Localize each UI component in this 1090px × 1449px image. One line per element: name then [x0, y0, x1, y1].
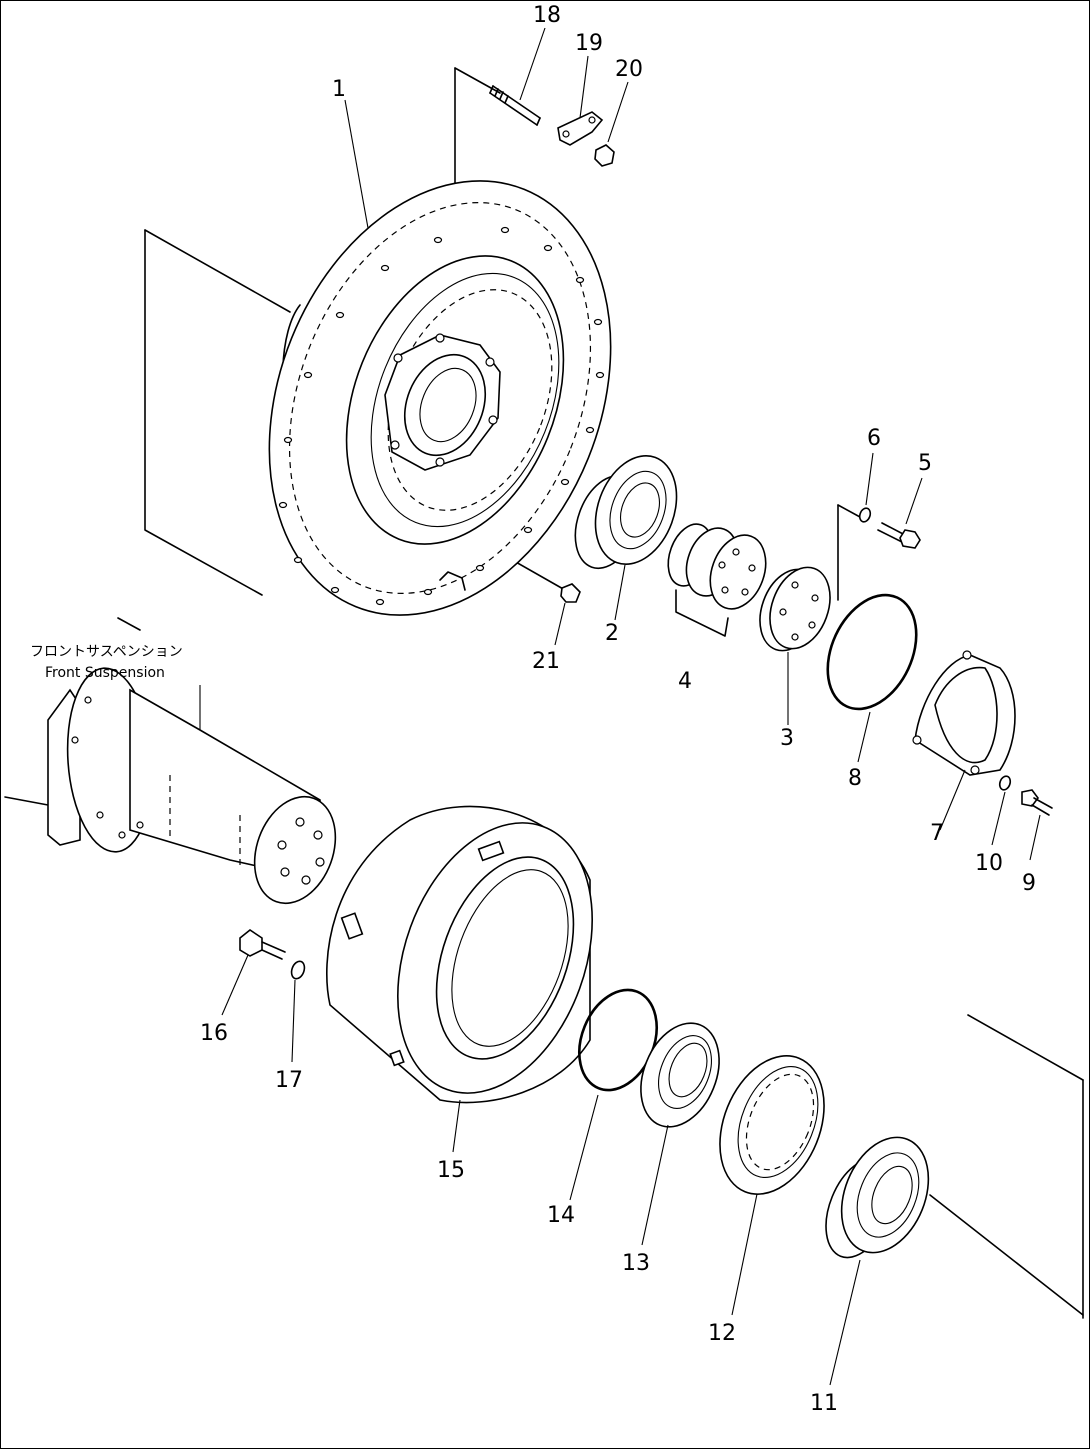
part-12-bearing-race — [719, 1055, 825, 1195]
part-8-o-ring — [826, 593, 918, 711]
callout-16: 16 — [200, 1021, 228, 1046]
front-suspension-spindle — [47, 667, 337, 905]
part-1-wheel-hub — [268, 180, 612, 616]
callout-14: 14 — [547, 1203, 575, 1228]
callout-21: 21 — [532, 649, 560, 674]
part-16-bolt — [239, 929, 286, 960]
callouts: 1 2 3 4 5 6 7 8 9 10 11 12 13 14 15 16 1… — [200, 3, 1036, 1416]
part-2-bearing — [574, 454, 678, 570]
callout-1: 1 — [332, 77, 346, 102]
part-18-stud — [489, 85, 541, 126]
callout-13: 13 — [622, 1251, 650, 1276]
hub-bolt-holes — [278, 226, 605, 606]
part-3-retainer — [759, 566, 831, 652]
part-11-bearing — [825, 1136, 930, 1259]
front-suspension-label-en: Front Suspension — [45, 665, 165, 681]
front-suspension-label-jp: フロントサスペンション — [30, 644, 183, 660]
callout-2: 2 — [605, 621, 619, 646]
callout-15: 15 — [437, 1158, 465, 1183]
part-10-washer — [998, 775, 1012, 791]
callout-4: 4 — [678, 669, 692, 694]
front-suspension-note: フロントサスペンション Front Suspension — [30, 644, 201, 730]
callout-3: 3 — [780, 726, 794, 751]
callout-11: 11 — [810, 1391, 838, 1416]
callout-6: 6 — [867, 426, 881, 451]
callout-8: 8 — [848, 766, 862, 791]
part-7-cover — [912, 650, 1016, 776]
callout-5: 5 — [918, 451, 932, 476]
part-6-washer — [858, 507, 872, 523]
part-19-lock-plate — [557, 111, 604, 146]
part-15-wheel-drum — [326, 805, 593, 1104]
leader-lines — [221, 27, 1041, 1386]
callout-9: 9 — [1022, 871, 1036, 896]
callout-7: 7 — [930, 821, 944, 846]
callout-17: 17 — [275, 1068, 303, 1093]
part-21-plug — [560, 583, 581, 603]
callout-18: 18 — [533, 3, 561, 28]
callout-19: 19 — [575, 31, 603, 56]
callout-20: 20 — [615, 57, 643, 82]
callout-12: 12 — [708, 1321, 736, 1346]
part-9-bolt — [1021, 789, 1053, 816]
callout-10: 10 — [975, 851, 1003, 876]
part-5-bolt — [877, 522, 921, 549]
part-4-shims — [667, 523, 767, 637]
part-17-washer — [290, 960, 306, 980]
part-20-nut — [594, 144, 615, 167]
reference-lines — [4, 67, 1084, 1319]
part-13-seal — [640, 1022, 720, 1128]
